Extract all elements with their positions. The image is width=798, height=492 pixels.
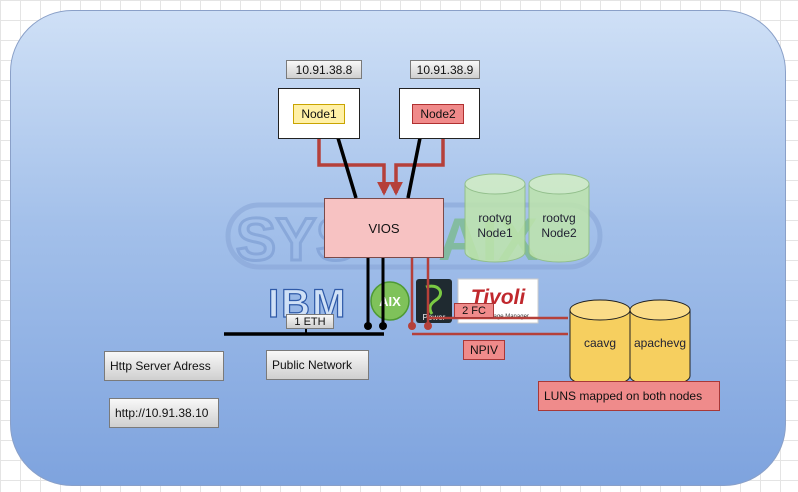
eth-port-2 bbox=[379, 322, 387, 330]
node2-ip-label: 10.91.38.9 bbox=[410, 60, 480, 79]
luns-label: LUNS mapped on both nodes bbox=[538, 381, 720, 411]
aix-logo: AIX bbox=[370, 281, 410, 321]
http-server-label: Http Server Adress bbox=[104, 351, 224, 381]
node2-red-link bbox=[389, 138, 445, 196]
aix-logo-text: AIX bbox=[379, 294, 401, 309]
rootvg-node1-label: rootvg Node1 bbox=[477, 211, 513, 240]
node2-black-link bbox=[406, 137, 422, 199]
apachevg-label: apachevg bbox=[633, 336, 687, 350]
node1-box[interactable]: Node1 bbox=[278, 88, 360, 139]
eth-port-1 bbox=[364, 322, 372, 330]
public-network-label: Public Network bbox=[266, 350, 369, 380]
rootvg-node2-label: rootvg Node2 bbox=[541, 211, 577, 240]
fc-port-1 bbox=[408, 322, 416, 330]
node1-red-link bbox=[317, 138, 391, 196]
node1-label: Node1 bbox=[293, 104, 345, 124]
node1-ip-label: 10.91.38.8 bbox=[286, 60, 362, 79]
apachevg-disk bbox=[629, 299, 691, 387]
rootvg-node1-cylinder bbox=[464, 173, 526, 263]
npiv-label: NPIV bbox=[463, 340, 505, 360]
node1-black-link bbox=[336, 137, 358, 199]
http-url-label: http://10.91.38.10 bbox=[109, 398, 219, 428]
rootvg-node2-cylinder bbox=[528, 173, 590, 263]
eth-label: 1 ETH bbox=[286, 314, 334, 329]
vios-box[interactable]: VIOS bbox=[324, 198, 444, 258]
caavg-disk bbox=[569, 299, 631, 387]
caavg-label: caavg bbox=[583, 336, 617, 350]
fc-port-2 bbox=[424, 322, 432, 330]
node2-box[interactable]: Node2 bbox=[399, 88, 480, 139]
node2-label: Node2 bbox=[412, 104, 464, 124]
fc-label: 2 FC bbox=[454, 303, 494, 318]
